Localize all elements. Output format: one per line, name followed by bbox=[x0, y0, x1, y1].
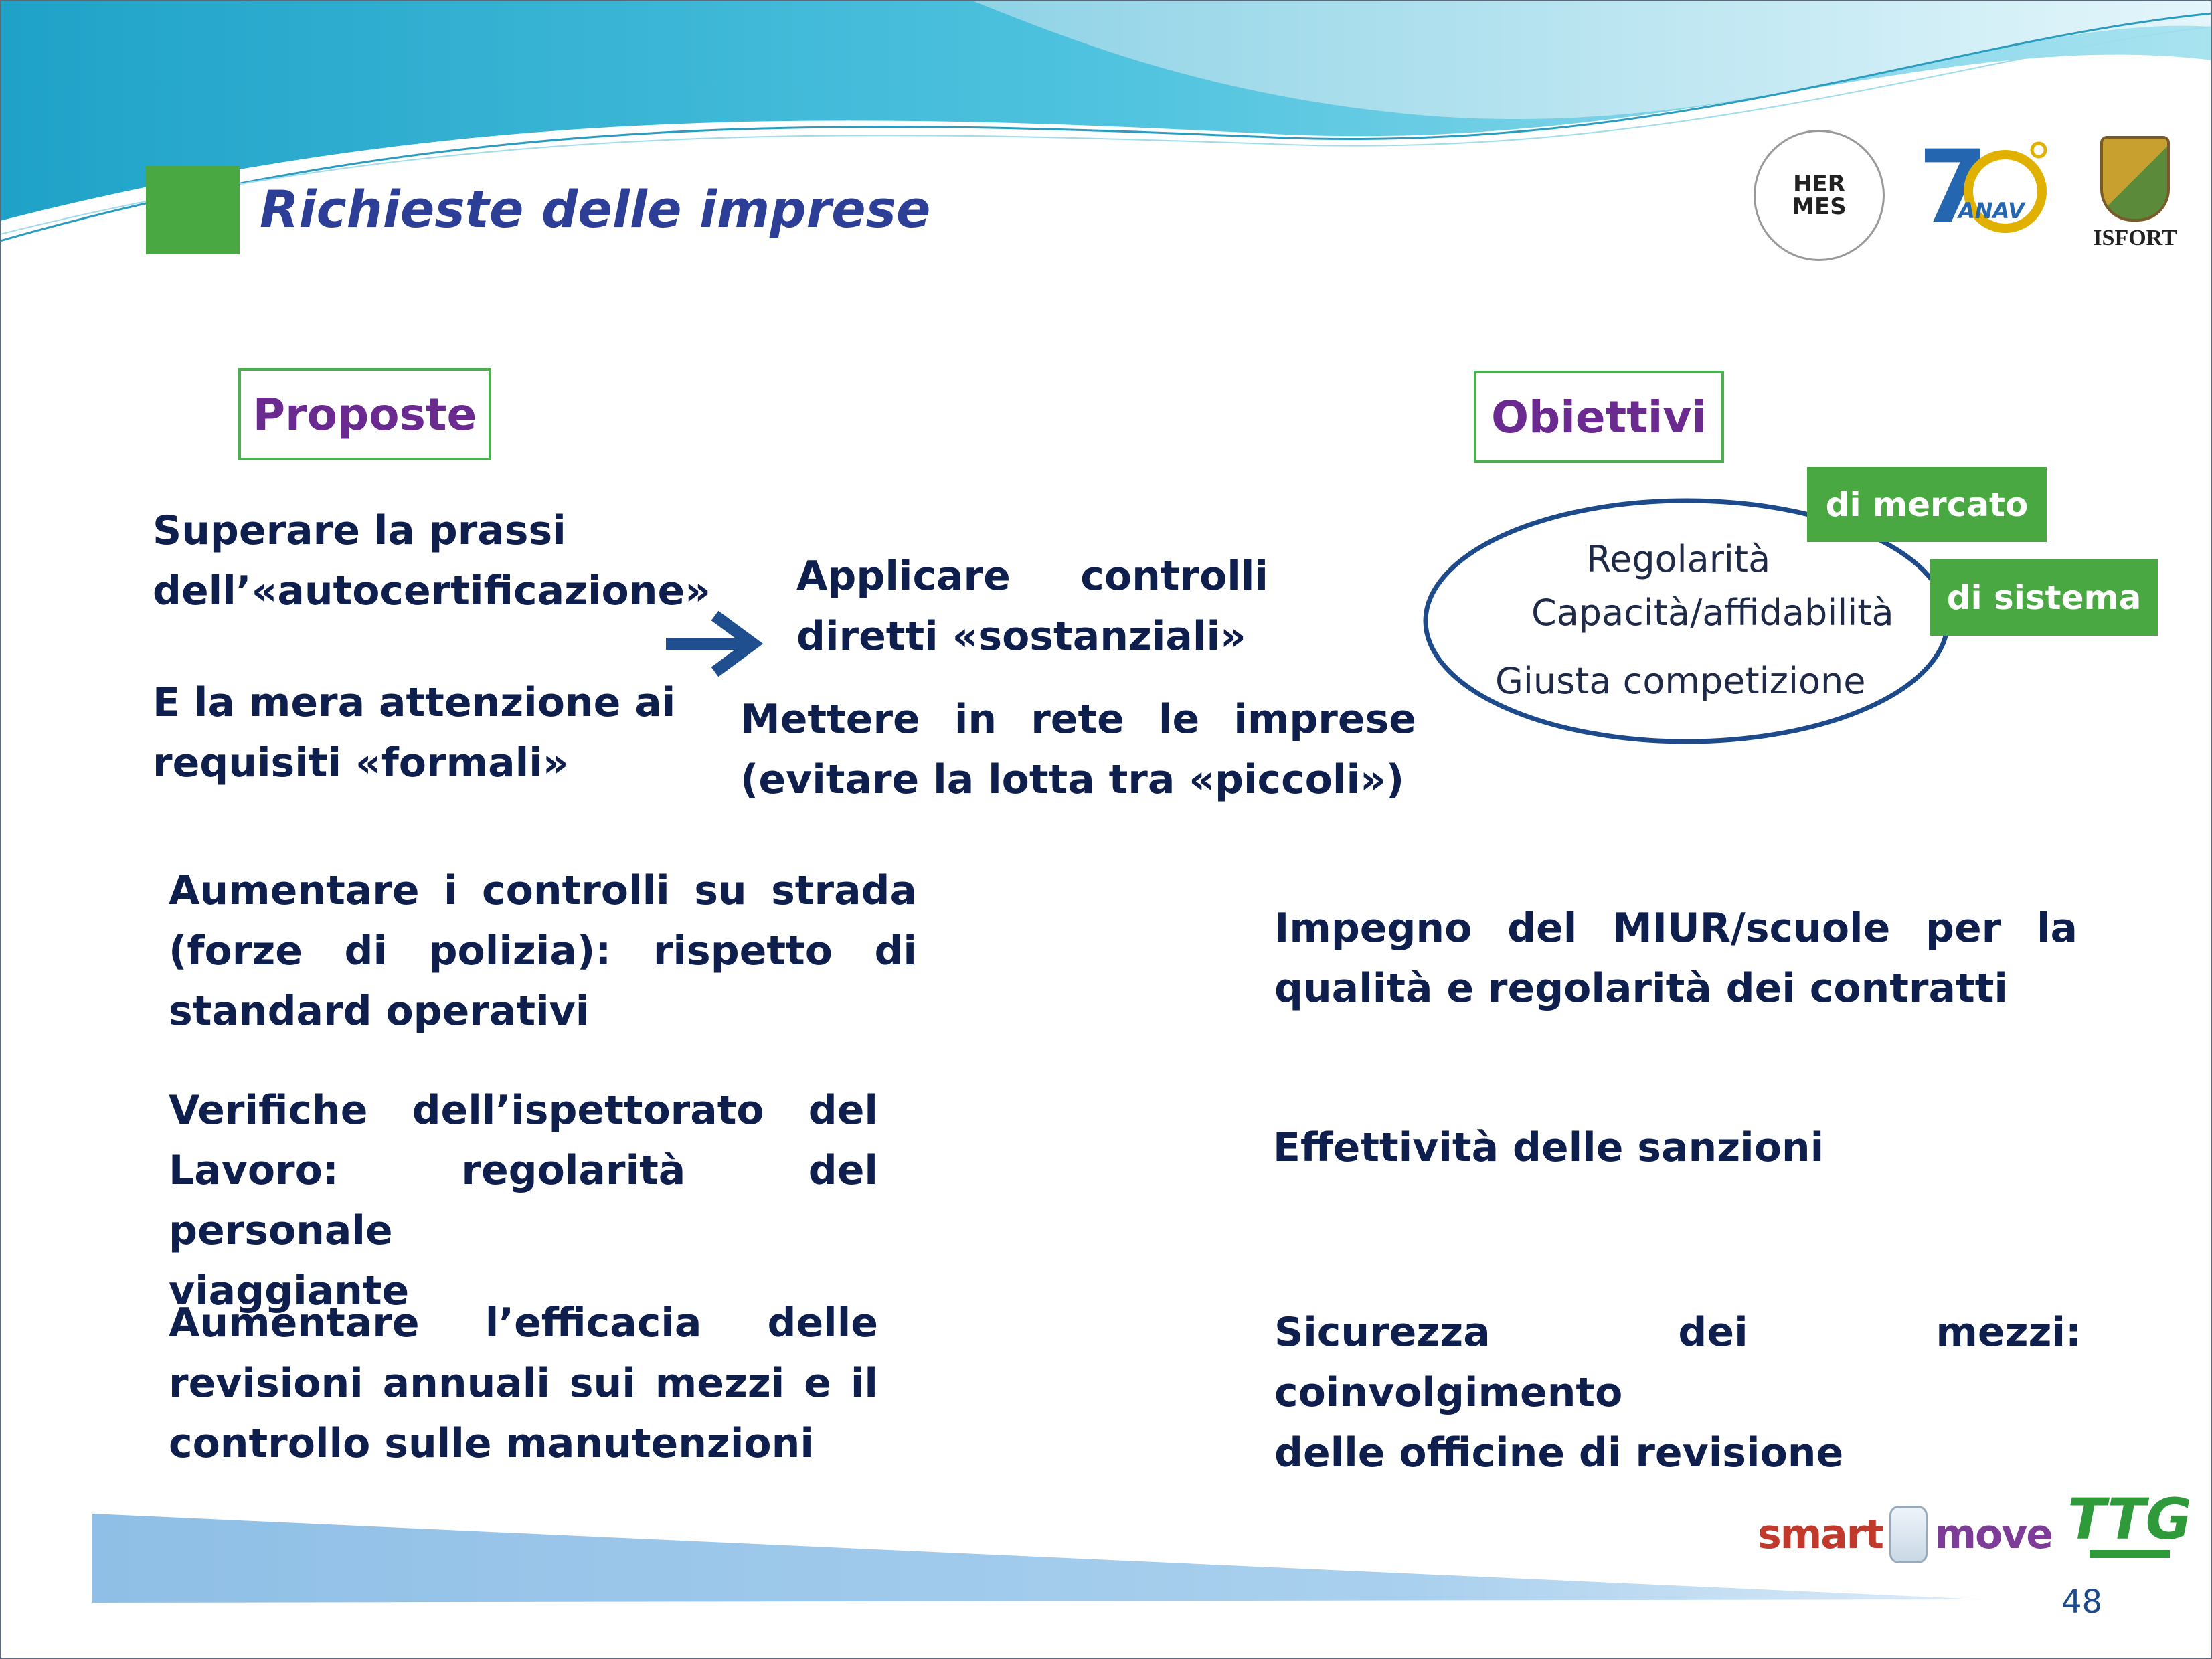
obiettivo-sanzioni: Effettività delle sanzioni bbox=[1273, 1118, 2076, 1178]
text-line: qualità e regolarità dei contratti bbox=[1274, 965, 2008, 1012]
ttg-underline bbox=[2090, 1550, 2170, 1558]
isfort-emblem-icon bbox=[2100, 136, 2170, 222]
smartmove-logo: smart move bbox=[1758, 1498, 2053, 1571]
oval-capacita: Capacità/affidabilità bbox=[1531, 592, 1894, 634]
text-line: diretti «sostanziali» bbox=[796, 613, 1246, 660]
applicare-controlli: Applicare controlli diretti «sostanziali… bbox=[796, 546, 1268, 667]
text-line: Applicare controlli bbox=[796, 553, 1268, 600]
anav-logo-text: ANAV bbox=[1958, 198, 2025, 224]
bus-icon bbox=[1889, 1506, 1928, 1563]
ttg-logo: TTG bbox=[2067, 1491, 2192, 1570]
slide-title: Richieste delle imprese bbox=[260, 179, 931, 239]
text-line: viaggiante bbox=[169, 1268, 410, 1314]
page-number: 48 bbox=[2061, 1583, 2103, 1621]
text-line: dell’«autocertificazione» bbox=[153, 567, 711, 614]
text-line: (forze di polizia): rispetto di bbox=[169, 928, 917, 974]
ttg-logo-text: TTG bbox=[2067, 1486, 2192, 1552]
text-line: delle officine di revisione bbox=[1274, 1429, 1844, 1476]
proposte-header: Proposte bbox=[238, 368, 491, 460]
obiettivo-miur: Impegno del MIUR/scuole per la qualità e… bbox=[1274, 898, 2077, 1019]
hermes-logo: HER MES bbox=[1754, 130, 1885, 261]
text-line: Impegno del MIUR/scuole per la bbox=[1274, 905, 2077, 952]
arrow-right-icon bbox=[666, 610, 764, 677]
svg-text:7: 7 bbox=[1918, 131, 1988, 246]
proposta-autocertificazione: Superare la prassi dell’«autocertificazi… bbox=[153, 501, 711, 621]
isfort-logo-text: ISFORT bbox=[2093, 226, 2177, 250]
text-line: controllo sulle manutenzioni bbox=[169, 1420, 814, 1467]
mettere-in-rete: Mettere in rete le imprese (evitare la l… bbox=[740, 689, 1416, 810]
text-line: (evitare la lotta tra «piccoli») bbox=[740, 756, 1405, 803]
obiettivi-header: Obiettivi bbox=[1474, 371, 1724, 463]
top-wave-decoration bbox=[0, 0, 2212, 242]
anav-70-icon: 7 bbox=[1918, 131, 2047, 246]
text-line: Lavoro: regolarità del personale bbox=[169, 1147, 878, 1254]
text-line: Aumentare l’efficacia delle bbox=[169, 1300, 878, 1346]
anav-70-logo: 7 ANAV bbox=[1898, 131, 2052, 252]
proposta-controlli-strada: Aumentare i controlli su strada (forze d… bbox=[169, 861, 917, 1041]
tag-di-mercato: di mercato bbox=[1807, 467, 2047, 542]
oval-giusta-competizione: Giusta competizione bbox=[1495, 660, 1866, 702]
text-line: Aumentare i controlli su strada bbox=[169, 867, 917, 914]
tag-di-sistema: di sistema bbox=[1930, 559, 2158, 636]
smart-logo-text: smart bbox=[1758, 1511, 1884, 1558]
title-square bbox=[146, 166, 240, 254]
move-logo-text: move bbox=[1934, 1511, 2053, 1558]
proposta-ispettorato: Verifiche dell’ispettorato del Lavoro: r… bbox=[169, 1080, 878, 1321]
text-line: Verifiche dell’ispettorato del bbox=[169, 1087, 878, 1134]
oval-regolarita: Regolarità bbox=[1586, 538, 1771, 580]
proposta-requisiti-formali: E la mera attenzione ai requisiti «forma… bbox=[153, 673, 701, 793]
proposta-revisioni: Aumentare l’efficacia delle revisioni an… bbox=[169, 1293, 878, 1474]
text-line: E la mera attenzione ai bbox=[153, 679, 676, 726]
text-line: Effettività delle sanzioni bbox=[1273, 1124, 1824, 1171]
obiettivo-sicurezza: Sicurezza dei mezzi: coinvolgimento dell… bbox=[1274, 1302, 2081, 1483]
text-line: Superare la prassi bbox=[153, 507, 566, 554]
isfort-logo: ISFORT bbox=[2075, 130, 2195, 257]
text-line: Mettere in rete le imprese bbox=[740, 696, 1416, 743]
text-line: revisioni annuali sui mezzi e il bbox=[169, 1360, 878, 1407]
bottom-band-decoration bbox=[92, 1514, 1981, 1603]
text-line: standard operativi bbox=[169, 988, 590, 1035]
text-line: requisiti «formali» bbox=[153, 739, 569, 786]
text-line: Sicurezza dei mezzi: coinvolgimento bbox=[1274, 1309, 2081, 1416]
hermes-logo-text: HER MES bbox=[1792, 171, 1847, 220]
